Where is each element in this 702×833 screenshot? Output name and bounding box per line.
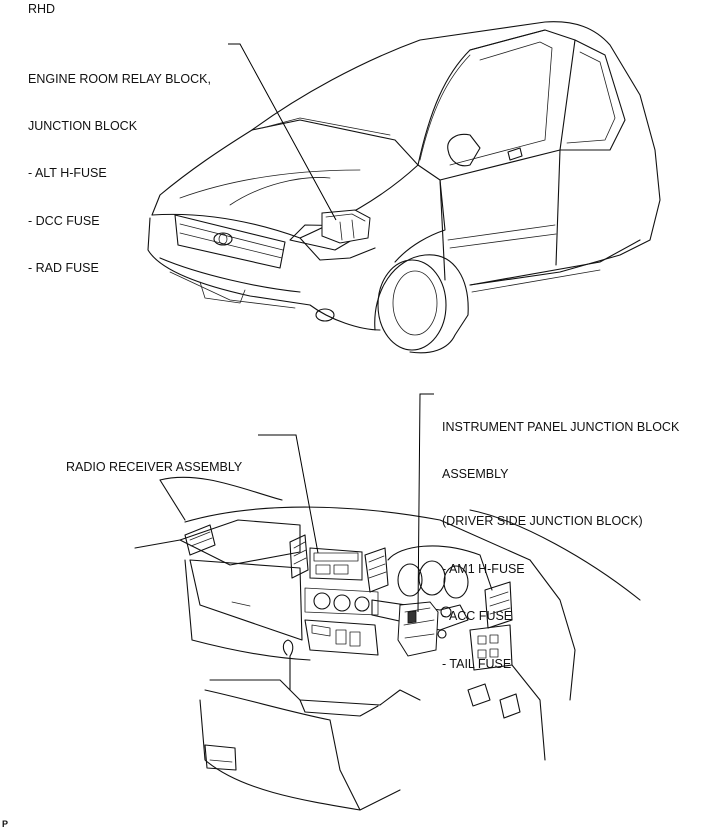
callout-line: RADIO RECEIVER ASSEMBLY — [66, 459, 243, 474]
callout-line: - AM1 H-FUSE — [442, 561, 525, 576]
engine-room-callout: ENGINE ROOM RELAY BLOCK, JUNCTION BLOCK … — [28, 40, 211, 309]
callout-line: - RAD FUSE — [28, 261, 99, 276]
radio-receiver-callout: RADIO RECEIVER ASSEMBLY — [66, 428, 242, 507]
callout-line: ASSEMBLY — [442, 466, 509, 481]
instrument-panel-junction-callout: INSTRUMENT PANEL JUNCTION BLOCK ASSEMBLY… — [442, 388, 679, 704]
callout-line: (DRIVER SIDE JUNCTION BLOCK) — [442, 514, 643, 529]
drive-side-label: RHD — [28, 2, 56, 16]
dashboard-illustration — [134, 476, 641, 811]
callout-line: INSTRUMENT PANEL JUNCTION BLOCK — [442, 419, 680, 434]
callout-line: - DCC FUSE — [28, 213, 100, 228]
truck-illustration — [147, 21, 661, 354]
leader-lines — [228, 43, 434, 613]
callout-line: JUNCTION BLOCK — [28, 118, 138, 133]
page-mark: P — [2, 819, 9, 829]
callout-line: - ALT H-FUSE — [28, 166, 107, 181]
callout-line: ENGINE ROOM RELAY BLOCK, — [28, 71, 211, 86]
callout-line: - TAIL FUSE — [442, 656, 512, 671]
